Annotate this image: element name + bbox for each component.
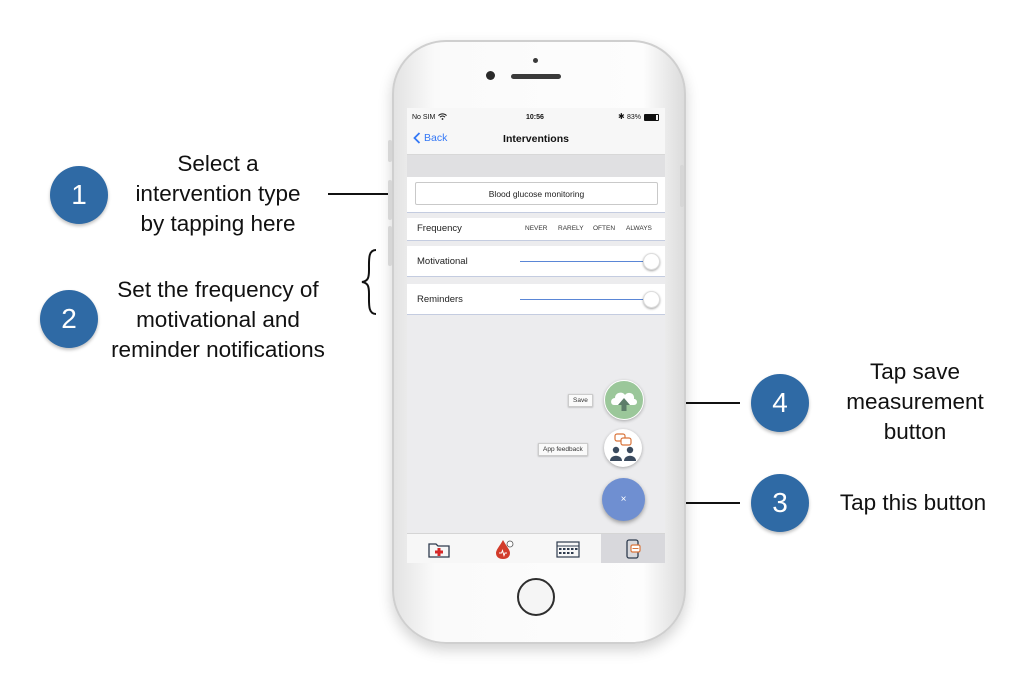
motivational-slider-thumb[interactable] (643, 253, 660, 270)
annotation-badge-3: 3 (751, 474, 809, 532)
annotation-line: by tapping here (140, 211, 296, 236)
status-time: 10:56 (526, 114, 544, 121)
save-tooltip: Save (568, 394, 593, 407)
phone-interventions-icon (626, 539, 641, 559)
back-button[interactable]: Back (413, 132, 447, 144)
tab-records[interactable] (407, 534, 472, 563)
proximity-sensor (533, 58, 538, 63)
header-band (407, 155, 665, 177)
save-button[interactable] (604, 380, 644, 420)
frequency-label: Frequency (417, 223, 462, 234)
cloud-upload-icon (611, 392, 637, 411)
motivational-row: Motivational (407, 246, 665, 277)
home-button[interactable] (517, 578, 555, 616)
annotation-text-4: Tap save measurement button (830, 357, 1000, 447)
phone-mute-switch (388, 140, 392, 162)
frequency-header-row: Frequency NEVER RARELY OFTEN ALWAYS (407, 218, 665, 241)
back-button-label: Back (424, 132, 448, 144)
battery-icon (644, 114, 659, 121)
annotation-brace-2 (361, 249, 377, 315)
carrier-label: No SIM (412, 114, 436, 121)
frequency-option-rarely: RARELY (558, 225, 584, 232)
tab-bar (407, 533, 665, 563)
calendar-icon (556, 541, 580, 558)
annotation-text-3: Tap this button (823, 488, 1003, 518)
blood-drop-icon (495, 540, 514, 559)
battery-percent: 83% (627, 114, 642, 121)
reminders-slider-thumb[interactable] (643, 291, 660, 308)
status-bar: No SIM 10:56 ✱ 83% (407, 108, 665, 126)
frequency-option-never: NEVER (525, 225, 548, 232)
annotation-text-2: Set the frequency of motivational and re… (93, 275, 343, 365)
annotation-badge-4: 4 (751, 374, 809, 432)
annotation-badge-2: 2 (40, 290, 98, 348)
annotation-line: Select a (177, 151, 259, 176)
fab-toggle-button[interactable]: × (602, 478, 645, 521)
annotation-line: intervention type (135, 181, 301, 206)
app-screen: No SIM 10:56 ✱ 83% Back Interventions Bl… (407, 108, 665, 563)
wifi-icon (438, 113, 447, 120)
app-feedback-button[interactable] (604, 429, 642, 467)
people-chat-icon (610, 433, 636, 461)
annotation-line: motivational and (136, 307, 300, 332)
app-feedback-tooltip: App feedback (538, 443, 588, 456)
annotation-line: reminder notifications (111, 337, 325, 362)
motivational-label: Motivational (417, 256, 468, 267)
annotation-line: measurement (846, 389, 984, 414)
tab-measurements[interactable] (472, 534, 537, 563)
chevron-left-icon (413, 132, 421, 144)
bluetooth-icon: ✱ (618, 112, 625, 121)
phone-volume-down (388, 226, 392, 266)
medical-folder-icon (428, 543, 450, 558)
frequency-option-always: ALWAYS (626, 225, 652, 232)
intervention-type-card: Blood glucose monitoring (407, 177, 665, 213)
tab-interventions[interactable] (600, 534, 665, 563)
reminders-label: Reminders (417, 294, 463, 305)
annotation-line: button (883, 419, 947, 444)
reminders-row: Reminders (407, 284, 665, 315)
tab-calendar[interactable] (536, 534, 601, 563)
phone-volume-up (388, 180, 392, 220)
annotation-line: Set the frequency of (117, 277, 319, 302)
intervention-type-selector[interactable]: Blood glucose monitoring (415, 182, 658, 205)
frequency-option-often: OFTEN (593, 225, 616, 232)
motivational-slider-track[interactable] (520, 261, 651, 263)
annotation-badge-1: 1 (50, 166, 108, 224)
annotation-text-1: Select a intervention type by tapping he… (108, 149, 328, 239)
page-title: Interventions (503, 133, 569, 145)
earpiece-speaker (511, 74, 561, 79)
phone-power-button (680, 165, 684, 207)
navigation-bar: Back Interventions (407, 126, 665, 155)
reminders-slider-track[interactable] (520, 299, 651, 301)
front-camera (486, 71, 495, 80)
annotation-line: Tap this button (839, 490, 987, 515)
close-icon: × (620, 494, 627, 505)
annotation-line: Tap save (869, 359, 961, 384)
